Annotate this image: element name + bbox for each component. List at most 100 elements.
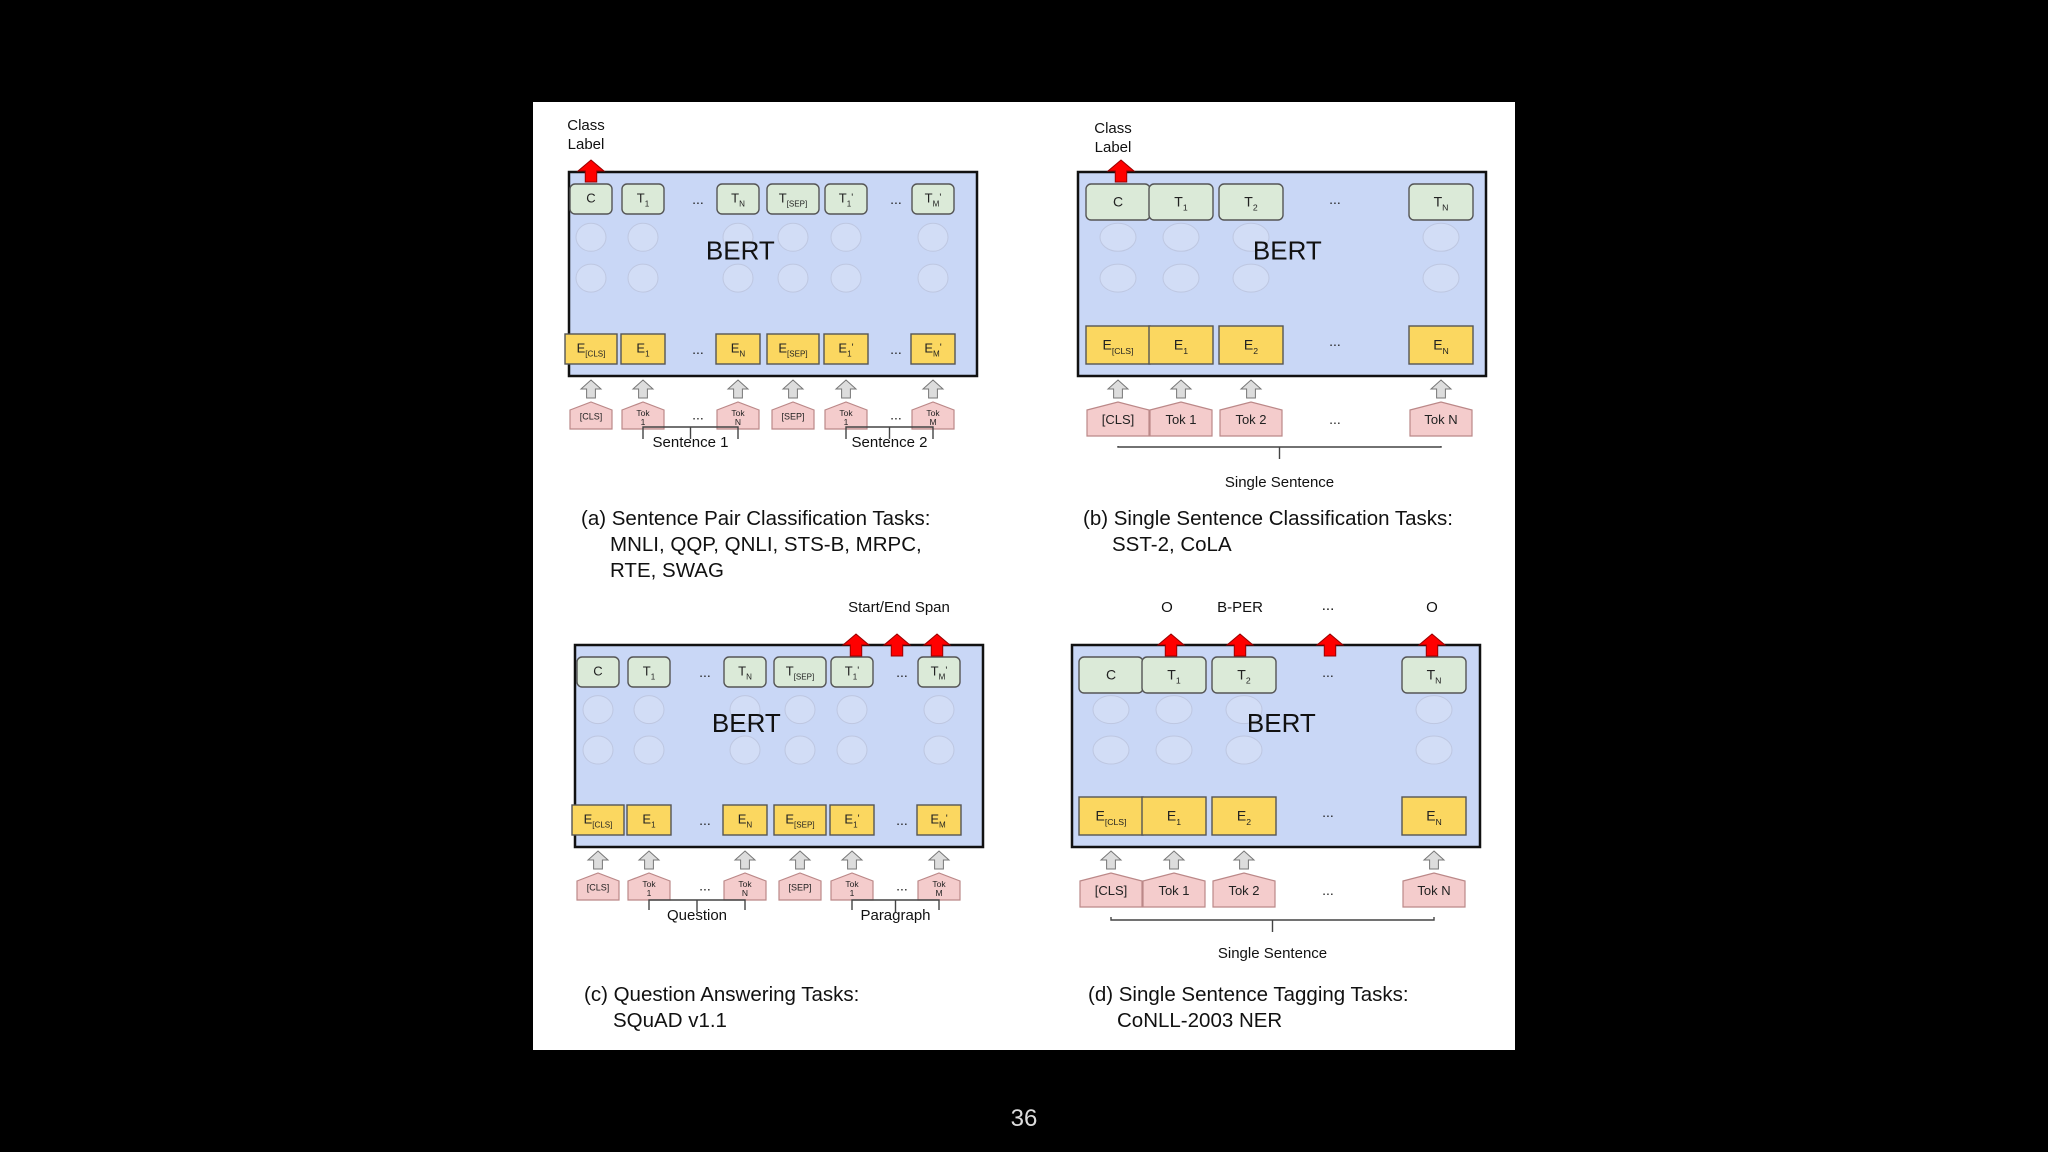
embedding-box (766, 333, 820, 365)
output-token-label: C (1113, 193, 1123, 209)
embedding-box (773, 804, 827, 836)
top-label: Class (567, 117, 605, 134)
transformer-node (1162, 263, 1200, 293)
transformer-node (729, 695, 761, 725)
embedding-label: E2 (1244, 337, 1258, 356)
input-arrow (1239, 379, 1263, 399)
output-token-box (911, 183, 955, 215)
output-token-box (773, 656, 827, 688)
transformer-node (627, 222, 659, 252)
output-token-label: T1 (643, 664, 656, 682)
input-arrow (834, 379, 858, 399)
top-label: ... (1322, 597, 1335, 614)
input-token-label: Tok N (1424, 412, 1457, 427)
embedding-box (1078, 796, 1144, 836)
group-bracket (1117, 446, 1442, 459)
embedding-label: EN (1426, 808, 1442, 827)
group-label: Sentence 1 (653, 434, 729, 451)
input-token-box (824, 401, 868, 430)
input-arrow (1169, 379, 1193, 399)
transformer-node (627, 263, 659, 293)
embedding-label: E1' (844, 812, 859, 830)
group-bracket (648, 899, 746, 912)
input-arrow (781, 379, 805, 399)
output-token-box (716, 183, 760, 215)
input-token-box (771, 401, 815, 430)
output-arrow (1156, 633, 1186, 657)
output-token-label: TM' (925, 191, 942, 209)
output-token-box (627, 656, 671, 688)
group-bracket (642, 426, 739, 439)
transformer-node (830, 222, 862, 252)
embedding-ellipsis: ... (692, 341, 704, 357)
input-token-label: 1 (647, 888, 652, 898)
output-token-box (1408, 183, 1474, 221)
transformer-node (729, 735, 761, 765)
input-token-box (911, 401, 955, 430)
group-label: Question (667, 907, 727, 924)
output-token-box (723, 656, 767, 688)
output-arrow (882, 633, 912, 657)
top-label: O (1426, 599, 1438, 616)
embedding-box (1401, 796, 1467, 836)
input-token-label: N (742, 888, 748, 898)
output-token-label: T1' (839, 191, 853, 209)
input-token-label: M (929, 417, 936, 427)
output-token-label: TN (738, 664, 752, 682)
input-arrow (586, 850, 610, 870)
embedding-label: E[SEP] (785, 812, 814, 830)
output-token-box (1148, 183, 1214, 221)
transformer-node (1092, 735, 1130, 765)
top-label: B-PER (1217, 599, 1263, 616)
embedding-box (626, 804, 672, 836)
bert-label: BERT (1253, 236, 1322, 266)
input-token-label: Tok (926, 408, 940, 418)
group-label: Paragraph (860, 907, 930, 924)
input-token-label: [CLS] (580, 412, 603, 422)
output-ellipsis: ... (1322, 664, 1334, 680)
input-arrow (726, 379, 750, 399)
transformer-node (1155, 695, 1193, 725)
top-label: Class (1094, 120, 1132, 137)
group-bracket (845, 426, 934, 439)
token-ellipsis: ... (896, 878, 908, 894)
input-token-label: [CLS] (1102, 412, 1135, 427)
embedding-label: E1 (636, 341, 650, 359)
transformer-node (582, 735, 614, 765)
output-ellipsis: ... (699, 664, 711, 680)
input-token-label: N (735, 417, 741, 427)
transformer-node (777, 222, 809, 252)
transformer-node (1162, 222, 1200, 252)
input-arrow (1162, 850, 1186, 870)
caption-d: (d) Single Sentence Tagging Tasks: CoNLL… (1088, 982, 1409, 1034)
transformer-node (1099, 263, 1137, 293)
transformer-node (836, 695, 868, 725)
input-arrow (840, 850, 864, 870)
embedding-label: E2 (1237, 808, 1251, 827)
output-token-label: T1' (845, 664, 859, 682)
input-token-box (917, 872, 961, 901)
transformer-node (722, 222, 754, 252)
transformer-node (633, 695, 665, 725)
output-token-label: TN (1427, 666, 1442, 685)
embedding-label: E[CLS] (1102, 337, 1133, 356)
caption-c: (c) Question Answering Tasks: SQuAD v1.1 (584, 982, 859, 1034)
transformer-node (1092, 695, 1130, 725)
output-token-label: T1 (1167, 666, 1181, 685)
top-label: Start/End Span (848, 599, 950, 616)
transformer-node (1232, 222, 1270, 252)
input-token-label: Tok (642, 879, 656, 889)
transformer-layers (1092, 695, 1453, 765)
input-token-box (1086, 401, 1150, 437)
input-token-label: Tok N (1417, 883, 1450, 898)
transformer-node (1225, 735, 1263, 765)
input-token-label: Tok (738, 879, 752, 889)
top-label: Label (568, 136, 605, 153)
embedding-label: EM' (924, 341, 941, 359)
transformer-layers (1099, 222, 1460, 293)
input-arrow (921, 379, 945, 399)
embedding-label: E[CLS] (1095, 808, 1126, 827)
input-arrow (1422, 850, 1446, 870)
token-ellipsis: ... (692, 407, 704, 423)
